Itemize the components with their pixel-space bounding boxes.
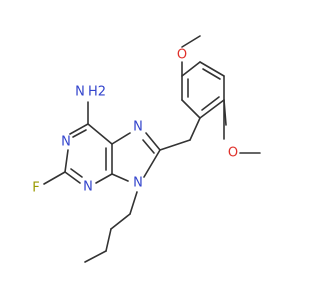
bond-n3-c4 bbox=[95, 173, 113, 184]
bond-c5-n7 bbox=[111, 132, 131, 145]
atom-amine-h2: H2 bbox=[88, 85, 106, 100]
bond-c8-ch2 bbox=[159, 139, 191, 151]
bond-ch2-ring bbox=[189, 117, 201, 141]
atom-n3: N bbox=[83, 180, 93, 195]
atom-n1: N bbox=[61, 135, 71, 150]
structure-drawing: N H2 N N N N F O O bbox=[32, 35, 261, 263]
molecule-structure: N H2 N N N N F O O bbox=[32, 35, 261, 263]
atom-methoxy-top-o: O bbox=[177, 48, 187, 63]
bond-n1-c2 bbox=[64, 149, 69, 173]
bond-c8-n9 bbox=[143, 149, 161, 178]
bond-n9-butyl1 bbox=[129, 191, 138, 215]
bond-butyl2-butyl3 bbox=[105, 228, 112, 252]
bond-c5-c6 bbox=[87, 123, 113, 145]
bond-c6-n1-double bbox=[72, 129, 87, 138]
atom-n9: N bbox=[133, 176, 143, 191]
atom-fluorine: F bbox=[32, 181, 39, 196]
atom-n7: N bbox=[133, 120, 143, 135]
bond-ring-6-double bbox=[201, 96, 220, 111]
bond-n7-c8-double bbox=[142, 139, 155, 154]
bond-c2-n3 bbox=[64, 171, 81, 184]
bond-ring-4 bbox=[199, 61, 225, 77]
bond-c6-n1 bbox=[69, 123, 89, 135]
bond-butyl1-butyl2 bbox=[110, 213, 131, 230]
bond-butyl3-butyl4 bbox=[84, 250, 107, 263]
bond-ring-4-double bbox=[202, 68, 221, 80]
atom-amine-n: N bbox=[75, 85, 85, 100]
bond-o-top-methyl bbox=[181, 35, 201, 48]
atom-methoxy-right-o: O bbox=[228, 146, 238, 161]
bond-c2-n3-double bbox=[70, 168, 83, 178]
bond-n7-c8 bbox=[145, 132, 161, 151]
bond-c2-f bbox=[43, 171, 66, 185]
bond-ring-3 bbox=[181, 61, 201, 77]
bond-n9-c4 bbox=[111, 173, 129, 182]
bond-ring-1 bbox=[181, 99, 201, 119]
bond-ring-6 bbox=[199, 99, 225, 119]
